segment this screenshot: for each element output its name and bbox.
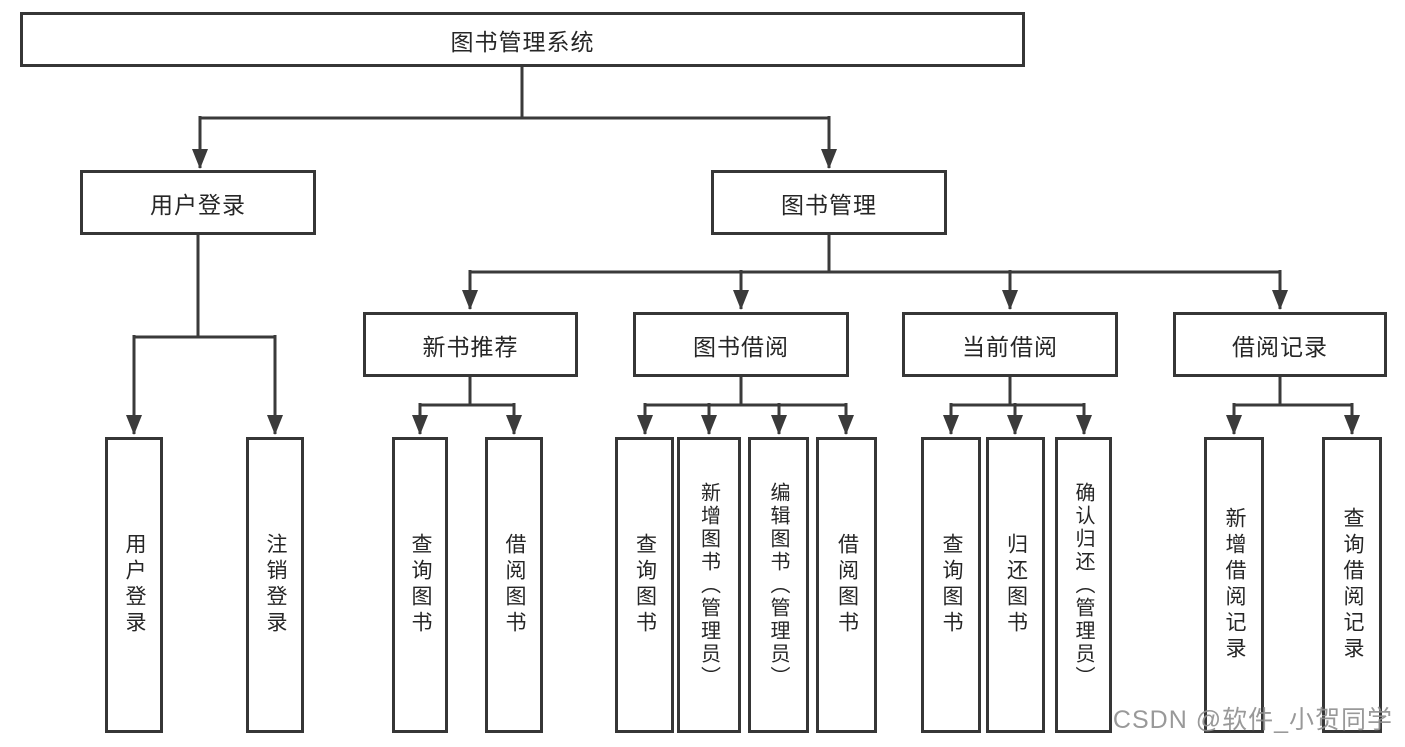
node-library-management-system: 图书管理系统 <box>20 12 1025 67</box>
leaf-logout: 注销登录 <box>246 437 304 733</box>
leaf-bb-edit-books-admin: 编辑图书（管理员） <box>748 437 809 733</box>
connector-borrow-records-trunk <box>1234 377 1352 407</box>
leaf-bb-add-books-admin: 新增图书（管理员） <box>677 437 741 733</box>
leaf-nbr-query-books: 查询图书 <box>392 437 448 733</box>
connector-new-book-rec-trunk <box>420 377 514 407</box>
node-book-management: 图书管理 <box>711 170 947 235</box>
leaf-cb-return-books: 归还图书 <box>986 437 1045 733</box>
leaf-cb-query-books: 查询图书 <box>921 437 981 733</box>
leaf-bb-query-books: 查询图书 <box>615 437 674 733</box>
connector-root-trunk <box>200 67 829 120</box>
node-current-borrowing: 当前借阅 <box>902 312 1118 377</box>
connector-book-borrow-trunk <box>645 377 846 407</box>
connector-current-borrow-trunk <box>951 377 1084 407</box>
csdn-watermark: CSDN @软件_小贺同学 <box>1112 706 1393 734</box>
node-user-login: 用户登录 <box>80 170 316 235</box>
leaf-br-query-record: 查询借阅记录 <box>1322 437 1382 733</box>
connector-book-management-trunk <box>470 235 1280 274</box>
leaf-br-add-record: 新增借阅记录 <box>1204 437 1264 733</box>
leaf-cb-confirm-return-admin: 确认归还（管理员） <box>1055 437 1112 733</box>
node-book-borrowing: 图书借阅 <box>633 312 849 377</box>
node-new-book-recommendation: 新书推荐 <box>363 312 578 377</box>
leaf-user-login: 用户登录 <box>105 437 163 733</box>
connector-user-login-trunk <box>134 235 275 339</box>
leaf-nbr-borrow-books: 借阅图书 <box>485 437 543 733</box>
leaf-bb-borrow-books: 借阅图书 <box>816 437 877 733</box>
node-borrowing-records: 借阅记录 <box>1173 312 1387 377</box>
